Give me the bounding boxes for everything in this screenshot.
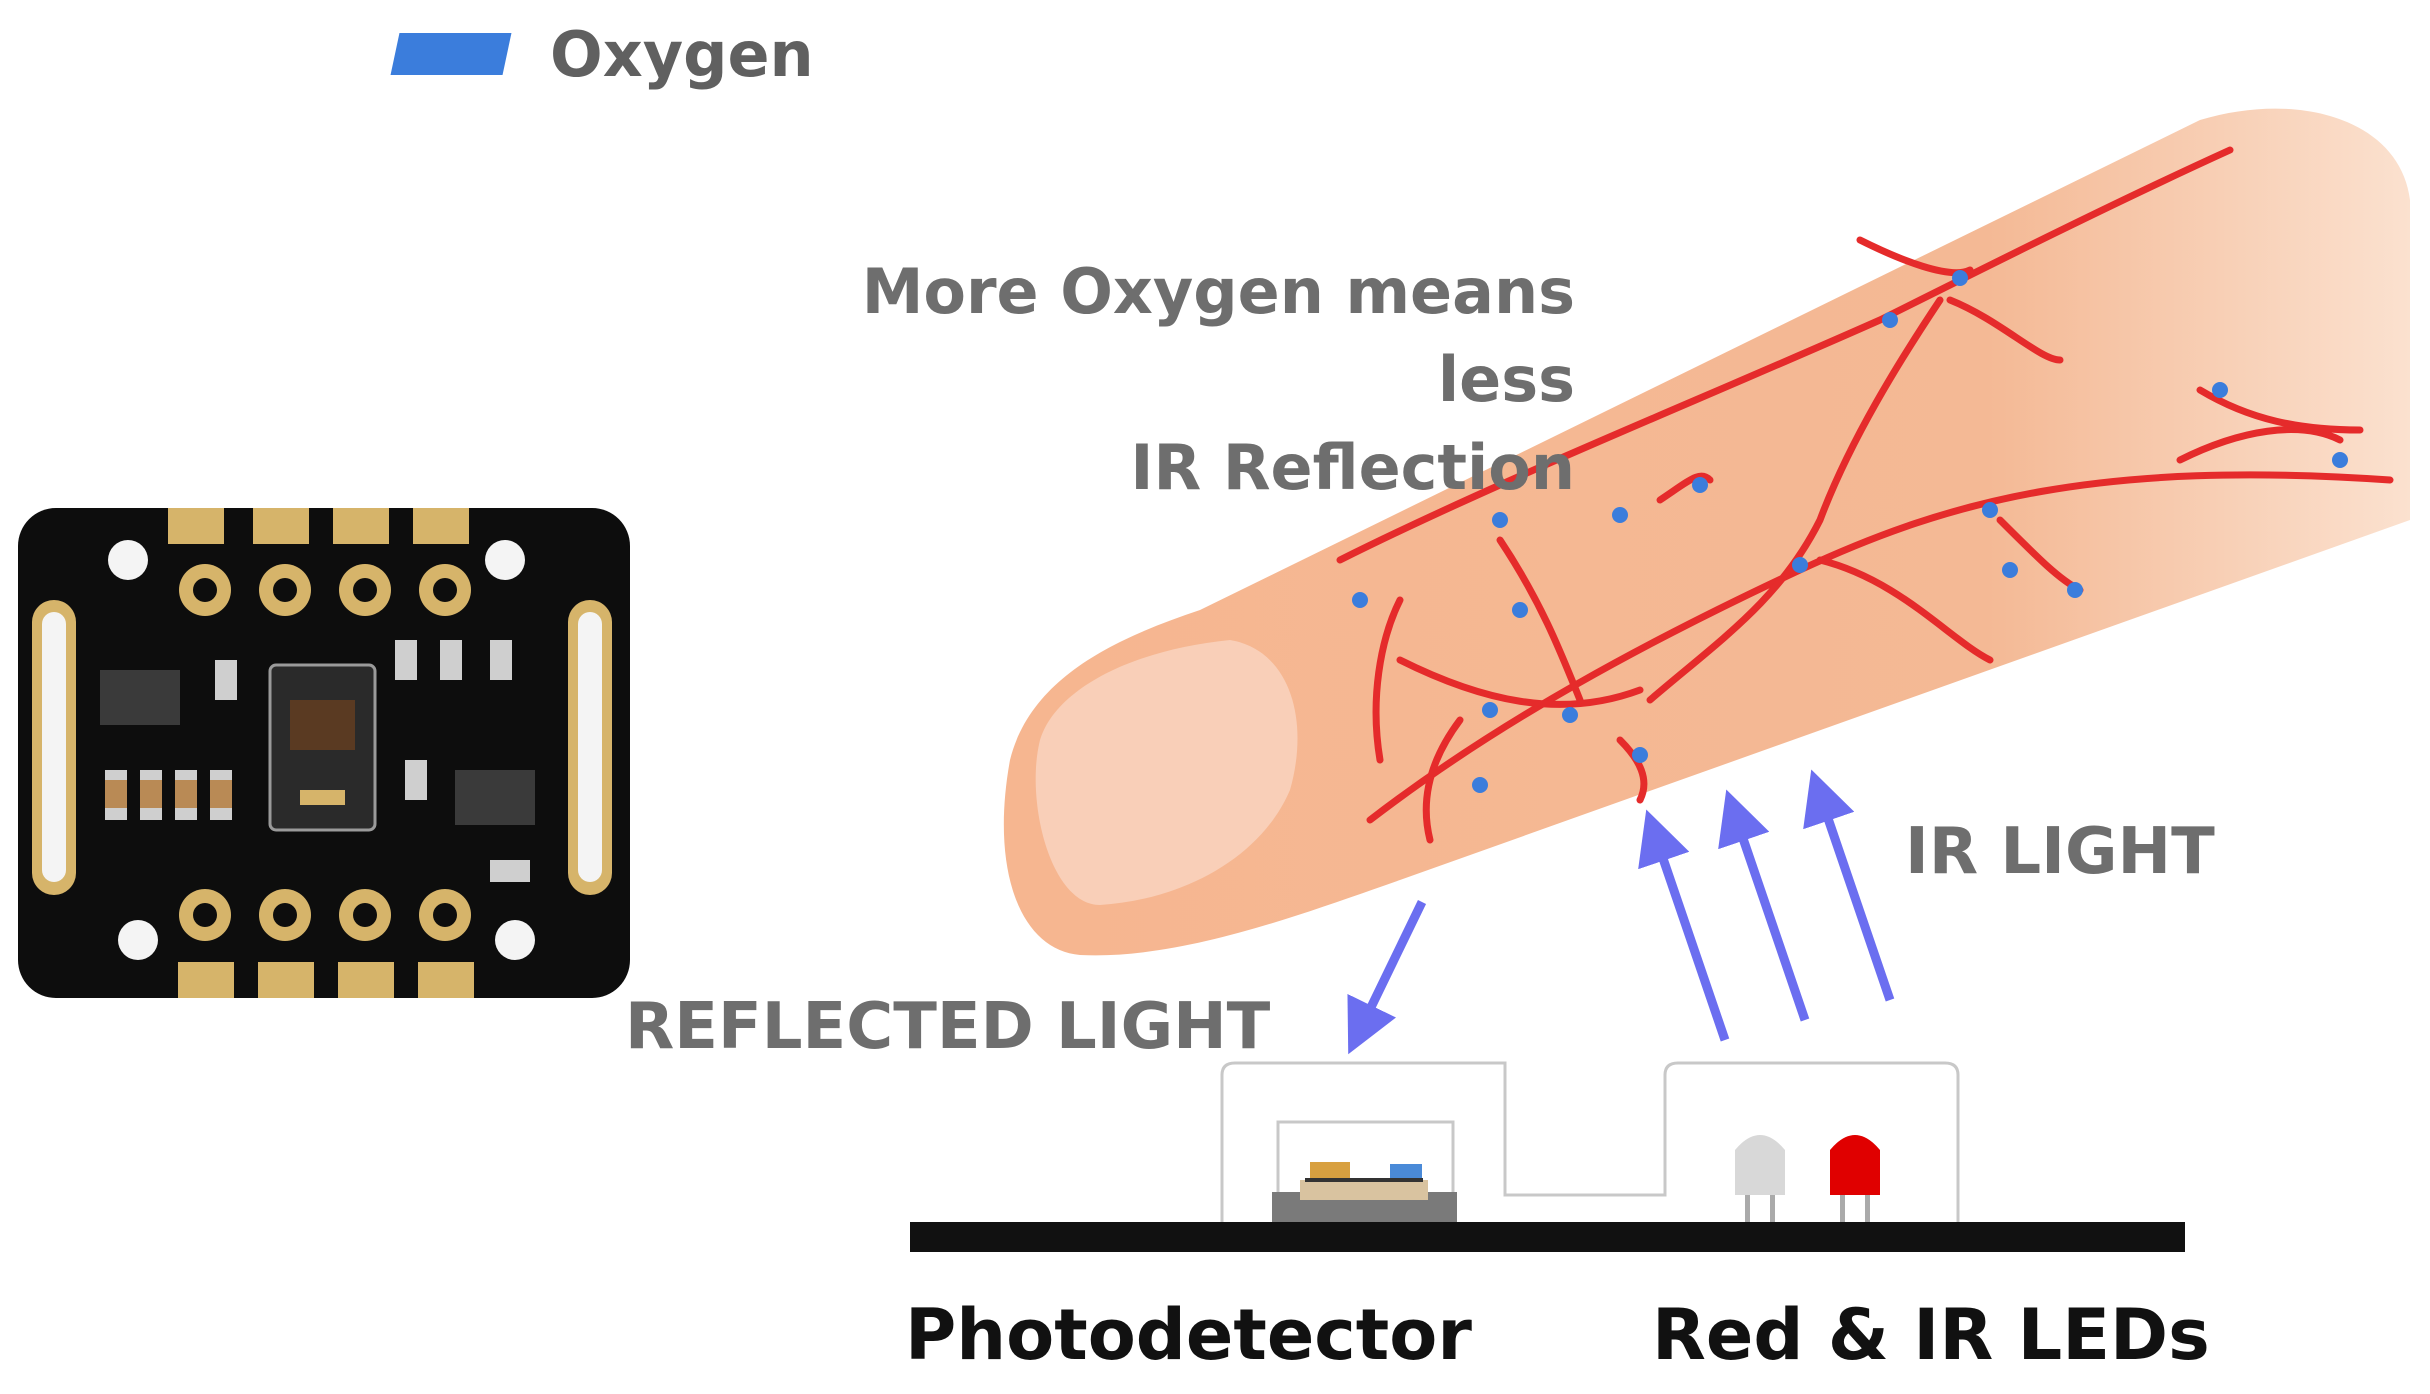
ir-light-arrows [1638,769,1895,1042]
photodetector-component [1272,1162,1457,1222]
ir-light-label: IR LIGHT [1905,815,2215,889]
mounting-holes [108,540,535,960]
finger [1003,108,2410,956]
finger-skin [1003,108,2410,956]
sensor-enclosure [1220,1061,1960,1222]
sensor-module [18,508,630,998]
bottom-edge-pads [178,962,474,998]
leds-label: Red & IR LEDs [1652,1294,2210,1376]
fingernail [1035,640,1298,905]
reflected-light-arrow [1347,900,1427,1055]
caption-line-1: More Oxygen means less [861,255,1575,416]
ic-left [100,670,180,725]
reflected-light-label: REFLECTED LIGHT [625,990,1271,1064]
oxygen-dots [1352,270,2348,793]
top-edge-pads [168,508,469,544]
ic-right [455,770,535,825]
photodetector-label: Photodetector [905,1294,1472,1376]
oxygen-legend-label: Oxygen [550,18,814,91]
caption-line-2: IR Reflection [1130,431,1575,504]
red-led [1830,1135,1880,1222]
ir-led [1735,1135,1785,1222]
base-board [910,1222,2185,1252]
oxygen-caption: More Oxygen means less IR Reflection [715,248,1575,512]
